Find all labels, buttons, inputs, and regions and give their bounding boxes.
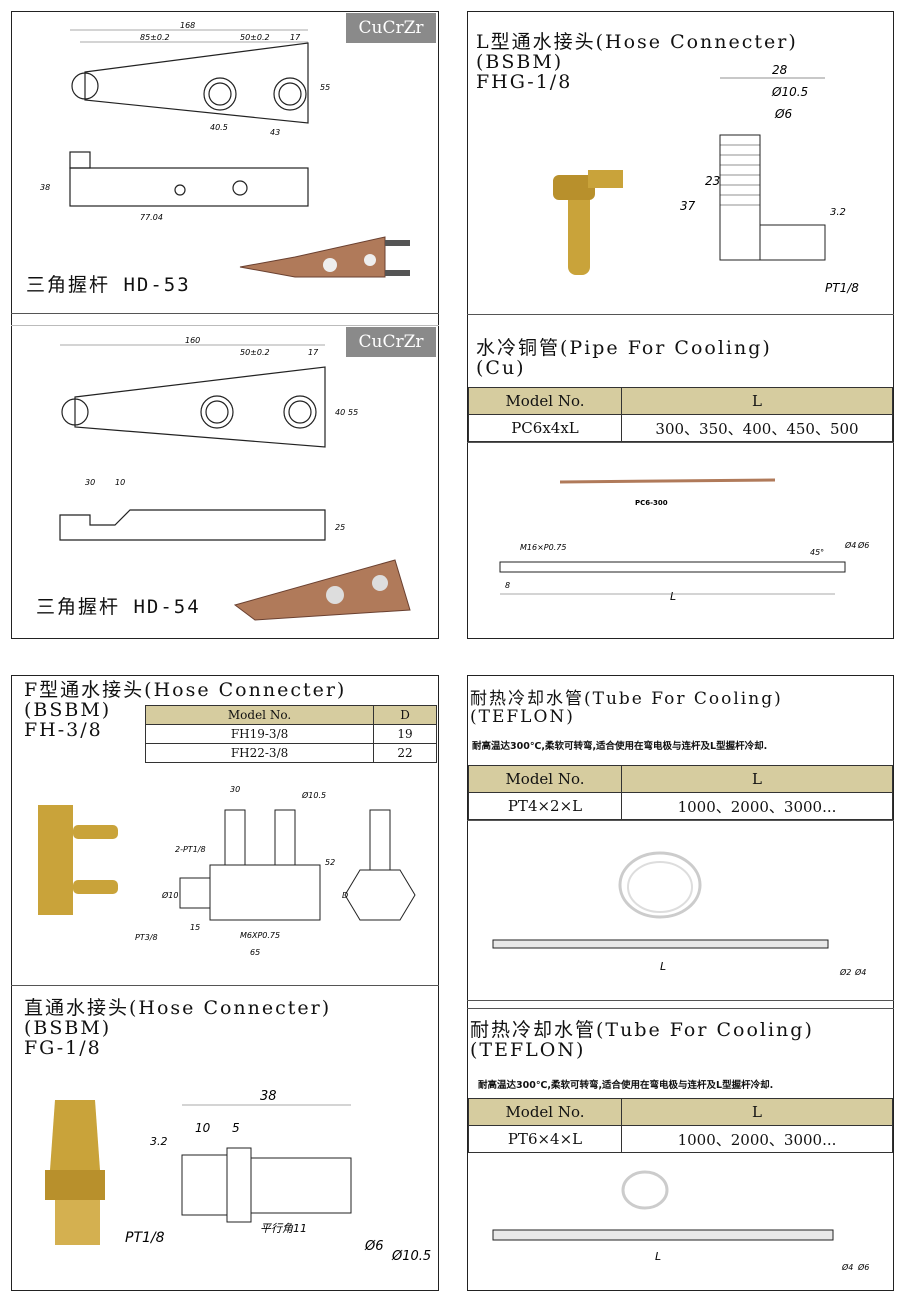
svg-text:40.5: 40.5	[210, 123, 228, 132]
svg-text:M16×P0.75: M16×P0.75	[520, 543, 566, 552]
svg-text:50±0.2: 50±0.2	[240, 33, 270, 42]
svg-text:PT1/8: PT1/8	[825, 281, 859, 295]
svg-text:Ø4: Ø4	[854, 967, 866, 977]
svg-text:168: 168	[180, 21, 195, 30]
hd54-caption: 三角握杆 HD-54	[36, 596, 201, 618]
hd53-drawing: 168 85±0.2 50±0.2 17 40.5 43 55 77.04 38	[40, 21, 330, 222]
svg-text:Ø6: Ø6	[857, 1262, 869, 1272]
table-cell: PT6×4×L	[468, 1125, 622, 1153]
svg-text:2-PT1/8: 2-PT1/8	[175, 845, 206, 854]
table-cell: FH22-3/8	[144, 743, 375, 763]
table-cell: 300、350、400、450、500	[621, 414, 893, 442]
hd54-photo	[233, 559, 411, 621]
svg-text:17: 17	[308, 348, 319, 357]
svg-text:77.04: 77.04	[140, 213, 163, 222]
svg-text:38: 38	[40, 183, 50, 192]
tube1-title: 耐热冷却水管(Tube For Cooling) (TEFLON)	[470, 689, 783, 727]
svg-text:Ø6: Ø6	[774, 107, 792, 121]
svg-text:65: 65	[250, 948, 260, 957]
svg-text:30: 30	[85, 478, 95, 487]
svg-text:43: 43	[270, 128, 280, 137]
svg-text:50±0.2: 50±0.2	[240, 348, 270, 357]
table-cell: 1000、2000、3000...	[621, 1125, 893, 1153]
table-cell: FH19-3/8	[144, 724, 375, 744]
svg-text:8: 8	[505, 581, 510, 590]
hd53-caption: 三角握杆 HD-53	[26, 274, 191, 296]
straight-connector-photo	[45, 1100, 105, 1245]
svg-text:Ø4: Ø4	[841, 1262, 853, 1272]
l-connector-photo	[553, 170, 623, 275]
svg-text:Ø4: Ø4	[844, 540, 856, 550]
svg-text:Ø10: Ø10	[161, 890, 178, 900]
svg-text:Ø2: Ø2	[839, 967, 851, 977]
svg-text:10: 10	[195, 1121, 211, 1135]
svg-text:38: 38	[260, 1089, 277, 1104]
table-cell: 22	[373, 743, 437, 763]
svg-text:3.2: 3.2	[830, 207, 846, 218]
hose-connector-panel	[11, 675, 439, 1291]
tube1-note: 耐高温达300℃,柔软可转弯,适合使用在弯电极与连杆及L型握杆冷却.	[472, 741, 768, 752]
table-cell: PC6x4xL	[468, 414, 622, 442]
svg-text:PT3/8: PT3/8	[135, 933, 158, 942]
svg-text:55: 55	[320, 83, 330, 92]
tube2-note: 耐高温达300℃,柔软可转弯,适合使用在弯电极与连杆及L型握杆冷却.	[478, 1080, 774, 1091]
teflon-tube-panel	[467, 675, 894, 1291]
svg-text:10: 10	[115, 478, 125, 487]
pipe-title: 水冷铜管(Pipe For Cooling) (Cu)	[476, 337, 772, 379]
svg-text:L: L	[670, 590, 676, 603]
svg-text:52: 52	[325, 858, 335, 867]
svg-text:D: D	[342, 891, 348, 900]
svg-text:40: 40	[335, 408, 345, 417]
svg-text:30: 30	[230, 785, 240, 794]
svg-text:L: L	[655, 1250, 661, 1263]
material-badge: CuCrZr	[346, 13, 436, 43]
svg-text:Ø10.5: Ø10.5	[771, 85, 808, 99]
svg-text:17: 17	[290, 33, 301, 42]
hd53-photo	[239, 236, 410, 278]
svg-text:L: L	[660, 960, 666, 973]
svg-text:M6XP0.75: M6XP0.75	[240, 931, 280, 940]
f-connector-photo	[38, 805, 118, 915]
table-cell: PT4×2×L	[468, 792, 622, 820]
table-cell: 19	[373, 724, 437, 744]
connector-pipe-panel	[467, 11, 894, 639]
svg-text:45°: 45°	[810, 548, 824, 557]
svg-text:Ø10.5: Ø10.5	[391, 1249, 431, 1264]
svg-text:23: 23	[705, 174, 720, 188]
svg-text:3.2: 3.2	[150, 1135, 168, 1148]
svg-text:Ø6: Ø6	[857, 540, 869, 550]
svg-text:55: 55	[348, 408, 358, 417]
svg-text:平行角11: 平行角11	[260, 1222, 307, 1235]
svg-text:37: 37	[680, 199, 696, 213]
tube2-title: 耐热冷却水管(Tube For Cooling) (TEFLON)	[470, 1019, 814, 1061]
svg-text:160: 160	[185, 336, 200, 345]
svg-text:15: 15	[190, 923, 200, 932]
svg-text:Ø6: Ø6	[364, 1239, 384, 1254]
straight-connector-title: 直通水接头(Hose Connecter) (BSBM) FG-1/8	[24, 997, 332, 1059]
svg-text:PC6-300: PC6-300	[635, 499, 668, 507]
table-cell: 1000、2000、3000...	[621, 792, 893, 820]
material-badge: CuCrZr	[346, 327, 436, 357]
l-connector-title: L型通水接头(Hose Connecter) (BSBM) FHG-1/8	[476, 31, 798, 93]
svg-text:85±0.2: 85±0.2	[140, 33, 170, 42]
svg-text:PT1/8: PT1/8	[125, 1230, 165, 1246]
svg-text:28: 28	[772, 63, 788, 77]
svg-text:5: 5	[232, 1121, 240, 1135]
svg-text:Ø10.5: Ø10.5	[301, 790, 326, 800]
tube2-drawing: L Ø4 Ø6	[492, 1170, 869, 1272]
svg-text:25: 25	[335, 523, 345, 532]
f-connector-title: F型通水接头(Hose Connecter) (BSBM) FH-3/8	[24, 679, 347, 741]
